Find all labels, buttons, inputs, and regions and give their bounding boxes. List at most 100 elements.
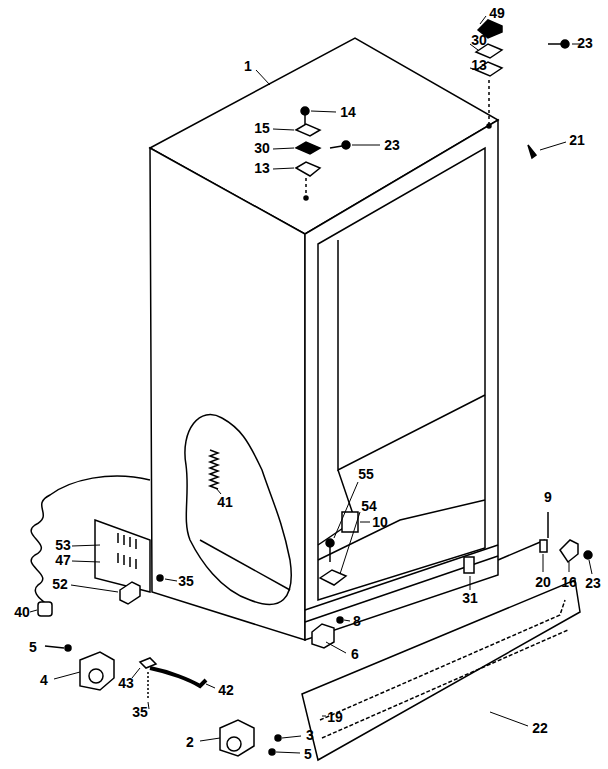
- grille-slots: [322, 630, 568, 738]
- leader-line: [326, 642, 346, 653]
- callout-number: 22: [531, 721, 549, 735]
- leader-line: [569, 562, 570, 572]
- leader-line: [490, 712, 528, 726]
- callout-number: 41: [216, 495, 234, 509]
- tube-part: [150, 668, 206, 686]
- leader-line: [165, 579, 177, 581]
- callout-number: 49: [488, 6, 506, 20]
- callout-number: 20: [534, 575, 552, 589]
- screw-shaft: [330, 146, 342, 148]
- callout-number: 16: [560, 575, 578, 589]
- screw-part: [342, 141, 350, 149]
- grille-part: [302, 580, 580, 760]
- vent-slots: [118, 533, 136, 569]
- leader-line: [470, 576, 471, 590]
- callout-number: 5: [28, 640, 38, 654]
- callout-number: 19: [326, 710, 344, 724]
- electrical-box: [95, 520, 150, 592]
- leader-line: [72, 545, 100, 546]
- hinge-hole: [304, 196, 308, 200]
- callout-number: 31: [461, 591, 479, 605]
- callout-number: 35: [177, 574, 195, 588]
- callout-number: 35: [131, 705, 149, 719]
- leader-line: [360, 522, 370, 523]
- opening-inner-edge: [338, 240, 485, 470]
- leader-line: [71, 585, 118, 592]
- callout-number: 1: [243, 59, 253, 73]
- hinge-cap: [296, 124, 320, 136]
- leader-line: [340, 512, 360, 574]
- callout-number: 21: [568, 133, 586, 147]
- shim-part: [540, 540, 547, 552]
- callout-number: 40: [13, 605, 31, 619]
- bottom-rail: [305, 545, 498, 610]
- grille-slots: [320, 600, 565, 720]
- leader-lines: [30, 16, 592, 753]
- clip-part: [140, 658, 156, 668]
- callout-number: 43: [117, 676, 135, 690]
- screw-shaft: [548, 43, 561, 45]
- callout-number: 9: [543, 490, 553, 504]
- cutaway-edge: [200, 540, 290, 590]
- hinge-axis: [488, 80, 490, 124]
- hinge-bracket: [296, 162, 320, 176]
- screw-part: [326, 539, 334, 547]
- leader-line: [256, 70, 270, 85]
- callout-number: 42: [217, 683, 235, 697]
- spring-part: [210, 450, 218, 489]
- callout-number: 13: [470, 58, 488, 72]
- leader-line: [54, 672, 80, 679]
- bracket-part: [320, 570, 346, 585]
- leader-line: [589, 560, 592, 574]
- caster-wheel: [89, 669, 103, 683]
- opening-floor: [318, 500, 485, 560]
- leader-line: [273, 168, 294, 169]
- leader-line: [206, 684, 215, 688]
- leader-line: [322, 716, 326, 717]
- screw-part: [275, 735, 281, 741]
- screw-part: [269, 749, 275, 755]
- leader-line: [344, 620, 350, 621]
- callout-number: 23: [383, 138, 401, 152]
- callout-number: 5: [303, 747, 313, 761]
- power-cord: [31, 476, 150, 603]
- cabinet-side: [150, 148, 305, 640]
- callout-number: 2: [185, 735, 195, 749]
- callout-number: 13: [253, 161, 271, 175]
- hinge-axis: [498, 540, 545, 560]
- bottom-rail: [305, 556, 498, 622]
- screw-part: [157, 575, 163, 581]
- callout-number: 6: [350, 647, 360, 661]
- callout-number: 54: [360, 499, 378, 513]
- screw-part: [584, 551, 592, 559]
- screw-shaft: [329, 547, 331, 562]
- screw-shaft: [147, 672, 149, 700]
- clip-part: [120, 582, 140, 604]
- leader-line: [273, 148, 294, 149]
- cabinet-opening: [318, 148, 485, 600]
- leader-line: [311, 111, 336, 112]
- callout-number: 30: [470, 33, 488, 47]
- leader-line: [543, 554, 544, 572]
- screw-part: [65, 645, 71, 651]
- callout-number: 8: [352, 614, 362, 628]
- pin-part: [547, 512, 549, 538]
- callout-number: 3: [305, 728, 315, 742]
- opening-floor-edge: [318, 470, 355, 545]
- screw-shaft: [45, 646, 64, 648]
- block-part: [464, 557, 474, 573]
- side-cutaway: [185, 415, 291, 605]
- caster-wheel: [227, 737, 241, 751]
- leader-line: [72, 561, 100, 562]
- callout-number: 10: [371, 515, 389, 529]
- callout-number: 14: [339, 105, 357, 119]
- leader-line: [540, 142, 566, 150]
- callout-number: 4: [39, 673, 49, 687]
- callout-number: 23: [584, 576, 602, 590]
- screw-part: [337, 617, 343, 623]
- screw-part: [561, 40, 569, 48]
- cabinet-front-frame: [305, 120, 498, 640]
